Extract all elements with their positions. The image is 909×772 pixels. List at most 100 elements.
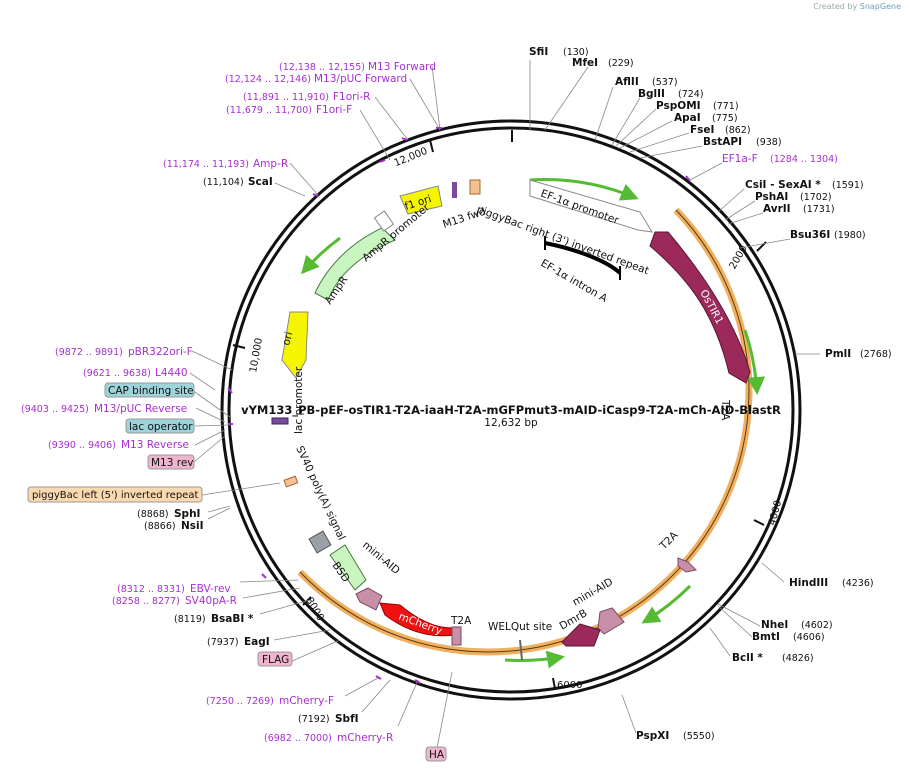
m13-fwd-box	[452, 182, 457, 198]
plasmid-name: vYM133_PB-pEF-osTIR1-T2A-iaaH-T2A-mGFPmu…	[241, 403, 781, 418]
svg-text:piggyBac left (5') inverted re: piggyBac left (5') inverted repeat	[32, 490, 198, 501]
site-bglii: BglII(724)	[638, 88, 704, 100]
mcherry-arrow	[379, 602, 462, 637]
feature-label-sv40-polya: SV40 poly(A) signal	[293, 444, 347, 542]
primer-ef1a-f: EF1a-F(1284 .. 1304)	[722, 153, 838, 165]
svg-text:(9621 .. 9638): (9621 .. 9638)	[83, 368, 151, 379]
svg-text:pBR322ori-F: pBR322ori-F	[128, 346, 193, 358]
feature-label-ef1a-intron: EF-1α intron A	[539, 257, 610, 305]
site-hindiii: HindIII(4236)	[789, 577, 874, 589]
svg-text:(9872 .. 9891): (9872 .. 9891)	[55, 347, 123, 358]
svg-text:(229): (229)	[608, 58, 634, 69]
svg-text:SV40pA-R: SV40pA-R	[185, 595, 237, 607]
bsd-arrow	[329, 544, 367, 591]
svg-text:(9403 .. 9425): (9403 .. 9425)	[21, 404, 89, 415]
svg-text:ApaI: ApaI	[674, 112, 701, 124]
ef1a-promoter-arrow	[529, 179, 653, 233]
site-bstapi: BstAPI (938)	[703, 136, 782, 148]
feature-label-lac-promoter: lac promoter	[293, 366, 305, 434]
site-apai: ApaI(775)	[674, 112, 738, 124]
feature-label-t2a-3: T2A	[450, 615, 472, 627]
ori-arrow	[281, 311, 309, 379]
tick-label-8000: 8000	[303, 595, 325, 623]
svg-text:L4440: L4440	[155, 367, 188, 379]
dmrb-arrow	[561, 623, 601, 647]
svg-text:ScaI: ScaI	[248, 176, 273, 188]
svg-text:(11,679 .. 11,700): (11,679 .. 11,700)	[226, 105, 312, 116]
tick-label-12000: 12,000	[393, 146, 430, 169]
ampr-arc-green	[301, 236, 341, 275]
svg-text:(8866): (8866)	[144, 521, 176, 532]
osTIR1-arrow	[649, 231, 751, 384]
svg-text:(12,138 .. 12,155): (12,138 .. 12,155)	[279, 62, 365, 73]
transgene-arc-green-3	[641, 584, 692, 624]
site-sphi: SphI(8868)	[137, 508, 200, 520]
svg-text:(130): (130)	[563, 47, 589, 58]
primer-m13-puc-forward: M13/pUC Forward(12,124 .. 12,146)	[225, 73, 407, 85]
tag-lac-operator: lac operator	[125, 418, 195, 434]
svg-text:M13/pUC Reverse: M13/pUC Reverse	[94, 403, 187, 415]
svg-text:CsiI - SexAI *: CsiI - SexAI *	[745, 179, 821, 191]
primer-amp-r: Amp-R(11,174 .. 11,193)	[163, 158, 288, 170]
primer-mcherry-r: mCherry-R(6982 .. 7000)	[264, 732, 393, 744]
svg-text:PshAI: PshAI	[755, 191, 788, 203]
site-pshai: PshAI(1702)	[755, 191, 832, 203]
svg-text:M13 Forward: M13 Forward	[368, 61, 436, 73]
svg-text:EBV-rev: EBV-rev	[190, 583, 231, 595]
svg-text:(7250 .. 7269): (7250 .. 7269)	[206, 696, 274, 707]
sv40-polya-box	[308, 530, 332, 554]
svg-text:HA: HA	[429, 749, 445, 761]
svg-text:PspOMI: PspOMI	[656, 100, 701, 112]
svg-text:lac operator: lac operator	[129, 421, 193, 433]
svg-text:BsaBI *: BsaBI *	[211, 613, 254, 625]
svg-text:(4602): (4602)	[801, 620, 833, 631]
feature-label-t2a-1: T2A	[719, 399, 731, 421]
transgene-arc-green-4	[504, 650, 565, 669]
svg-text:Bsu36I: Bsu36I	[790, 229, 830, 241]
ampr-promoter-box	[373, 210, 395, 232]
site-aflii: AflII(537)	[615, 76, 678, 88]
svg-text:BstAPI: BstAPI	[703, 136, 742, 148]
svg-text:mCherry-R: mCherry-R	[337, 732, 393, 744]
mini-aid-arrow-1	[597, 607, 625, 635]
svg-text:F1ori-F: F1ori-F	[316, 104, 352, 116]
t2a-small-arrow	[677, 557, 698, 573]
tag-ha: HA	[425, 746, 447, 762]
site-scai: ScaI(11,104)	[203, 176, 273, 188]
svg-text:(1284 .. 1304): (1284 .. 1304)	[770, 154, 838, 165]
tick-label-10000: 10,000	[248, 337, 265, 373]
piggybac-left-box	[283, 475, 299, 488]
site-bcli: BclI *(4826)	[732, 652, 814, 664]
svg-text:HindIII: HindIII	[789, 577, 828, 589]
primer-m13-puc-reverse: M13/pUC Reverse (9403 .. 9425)	[21, 403, 187, 415]
t2a-box-mcherry	[451, 626, 462, 646]
svg-text:(12,124 .. 12,146): (12,124 .. 12,146)	[225, 74, 311, 85]
site-sbfi: SbfI(7192)	[298, 713, 359, 725]
svg-text:(11,174 .. 11,193): (11,174 .. 11,193)	[163, 159, 249, 170]
svg-text:(4826): (4826)	[782, 653, 814, 664]
svg-text:MfeI: MfeI	[572, 57, 598, 69]
svg-text:BglII: BglII	[638, 88, 665, 100]
feature-label-mini-aid-1: mini-AID	[571, 576, 616, 609]
site-bsabi: BsaBI *(8119)	[174, 613, 254, 625]
svg-text:(9390 .. 9406): (9390 .. 9406)	[48, 440, 116, 451]
svg-text:M13/pUC Forward: M13/pUC Forward	[314, 73, 407, 85]
feature-label-mini-aid-2: mini-AID	[360, 539, 402, 577]
transgene-arc-green-2	[743, 329, 766, 395]
site-csii-sexai: CsiI - SexAI *(1591)	[745, 179, 864, 191]
ampr-arrow	[314, 227, 396, 301]
svg-text:(7937): (7937)	[207, 637, 239, 648]
svg-text:NheI: NheI	[761, 619, 788, 631]
backbone-outer	[220, 119, 802, 701]
primer-ticks	[227, 127, 691, 684]
site-mfei: MfeI (229)	[572, 57, 634, 69]
tag-cap-binding-site: CAP binding site	[104, 382, 195, 398]
svg-text:(11,891 .. 11,910): (11,891 .. 11,910)	[243, 92, 329, 103]
svg-text:(862): (862)	[725, 125, 751, 136]
svg-text:(938): (938)	[756, 137, 782, 148]
m13-region-box	[469, 179, 481, 195]
site-nhei: NheI (4602)	[761, 619, 833, 631]
svg-text:(1980): (1980)	[834, 230, 866, 241]
primer-sv40pa-r: SV40pA-R(8258 .. 8277)	[112, 595, 237, 607]
